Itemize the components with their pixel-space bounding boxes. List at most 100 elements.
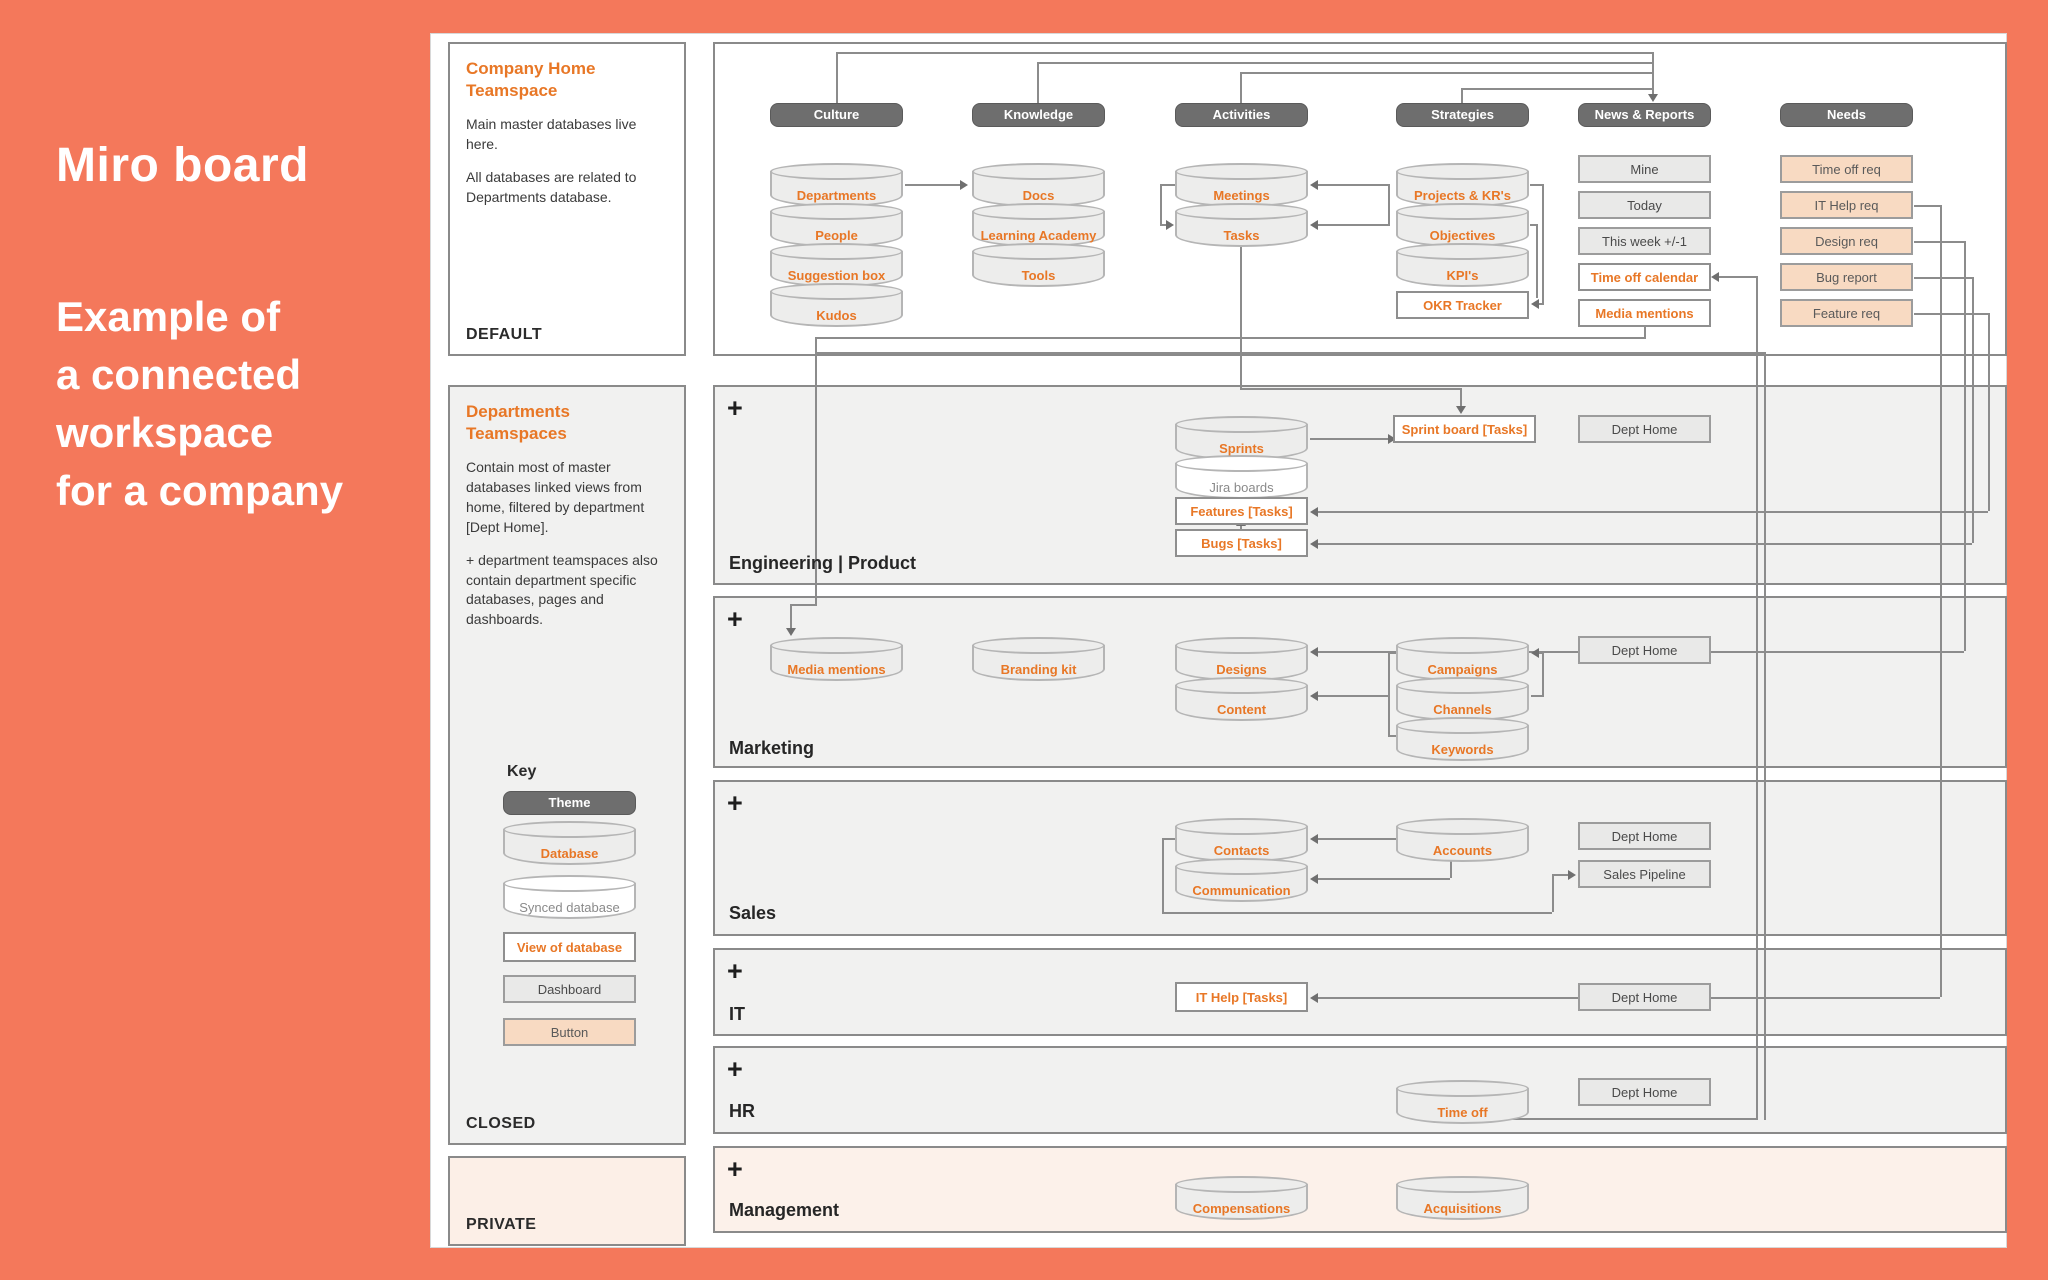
connector-line: [1318, 511, 1988, 513]
communication-database[interactable]: Communication: [1175, 858, 1308, 902]
kudos-database[interactable]: Kudos: [770, 283, 903, 327]
theme-activities[interactable]: Activities: [1175, 103, 1308, 127]
connector-line: [1318, 224, 1390, 226]
this-week-dashboard[interactable]: This week +/-1: [1578, 227, 1711, 255]
theme-label: Activities: [1212, 107, 1271, 122]
sprint-board-tasks-view[interactable]: Sprint board [Tasks]: [1393, 415, 1536, 443]
objectives-database[interactable]: Objectives: [1396, 203, 1529, 247]
row-label-engineering: Engineering | Product: [729, 553, 917, 573]
theme-knowledge[interactable]: Knowledge: [972, 103, 1105, 127]
section-label-closed: CLOSED: [466, 1115, 536, 1132]
connector-line: [1461, 88, 1463, 103]
connector-arrow: [1310, 691, 1318, 701]
database-label: Keywords: [1431, 742, 1494, 757]
connector-line: [1318, 543, 1972, 545]
database-label: Tools: [1021, 268, 1056, 283]
suggestion-box-database[interactable]: Suggestion box: [770, 243, 903, 287]
feature-req-button[interactable]: Feature req: [1780, 299, 1913, 327]
design-req-button[interactable]: Design req: [1780, 227, 1913, 255]
learning-academy-database[interactable]: Learning Academy: [972, 203, 1105, 247]
marketing-row[interactable]: [713, 596, 2007, 768]
theme-culture[interactable]: Culture: [770, 103, 903, 127]
people-database[interactable]: People: [770, 203, 903, 247]
connector-line: [1531, 695, 1544, 697]
campaigns-database[interactable]: Campaigns: [1396, 637, 1529, 681]
connector-arrow: [1568, 870, 1576, 880]
expand-plus-hr[interactable]: +: [727, 1054, 743, 1084]
dept-home-dashboard-sales[interactable]: Dept Home: [1578, 822, 1711, 850]
features-tasks-view[interactable]: Features [Tasks]: [1175, 497, 1308, 525]
connector-line: [815, 337, 817, 604]
acquisitions-database[interactable]: Acquisitions: [1396, 1176, 1529, 1220]
connector-line: [1914, 313, 1988, 315]
tasks-database[interactable]: Tasks: [1175, 203, 1308, 247]
kpis-database[interactable]: KPI's: [1396, 243, 1529, 287]
mine-dashboard[interactable]: Mine: [1578, 155, 1711, 183]
database-label: Meetings: [1213, 188, 1270, 203]
departments-database[interactable]: Departments: [770, 163, 903, 207]
connector-line: [1240, 388, 1462, 390]
expand-plus-engineering[interactable]: +: [727, 393, 743, 423]
jira-boards-synced-database[interactable]: Jira boards: [1175, 455, 1308, 499]
dept-home-dashboard-marketing[interactable]: Dept Home: [1578, 636, 1711, 664]
subtitle-line: for a company: [56, 467, 344, 514]
projects-krs-database[interactable]: Projects & KR's: [1396, 163, 1529, 207]
compensations-database[interactable]: Compensations: [1175, 1176, 1308, 1220]
key-view-of-database-sample: View of database: [503, 932, 636, 962]
dept-home-dashboard-hr[interactable]: Dept Home: [1578, 1078, 1711, 1106]
connector-line: [1037, 62, 1654, 64]
bugs-tasks-view[interactable]: Bugs [Tasks]: [1175, 529, 1308, 557]
private-panel[interactable]: PRIVATE: [448, 1156, 686, 1246]
engineering-row[interactable]: [713, 385, 2007, 585]
accounts-database[interactable]: Accounts: [1396, 818, 1529, 862]
connector-line: [1388, 184, 1390, 226]
connector-line: [836, 52, 1654, 54]
expand-plus-management[interactable]: +: [727, 1154, 743, 1184]
theme-strategies[interactable]: Strategies: [1396, 103, 1529, 127]
time-off-calendar-view[interactable]: Time off calendar: [1578, 263, 1711, 291]
database-label: Jira boards: [1209, 480, 1274, 495]
tools-database[interactable]: Tools: [972, 243, 1105, 287]
hr-row[interactable]: [713, 1046, 2007, 1134]
time-off-req-button[interactable]: Time off req: [1780, 155, 1913, 183]
dept-home-dashboard-engineering[interactable]: Dept Home: [1578, 415, 1711, 443]
today-dashboard[interactable]: Today: [1578, 191, 1711, 219]
contacts-database[interactable]: Contacts: [1175, 818, 1308, 862]
okr-tracker-view[interactable]: OKR Tracker: [1396, 291, 1529, 319]
connector-line: [1240, 247, 1242, 388]
connector-line: [1478, 1118, 1758, 1120]
it-help-req-button[interactable]: IT Help req: [1780, 191, 1913, 219]
management-row[interactable]: [713, 1146, 2007, 1233]
key-database-sample: Database: [503, 821, 636, 865]
content-database[interactable]: Content: [1175, 677, 1308, 721]
dept-home-dashboard-it[interactable]: Dept Home: [1578, 983, 1711, 1011]
meetings-database[interactable]: Meetings: [1175, 163, 1308, 207]
branding-kit-database[interactable]: Branding kit: [972, 637, 1105, 681]
company-home-teamspace-panel[interactable]: Company Home Teamspace Main master datab…: [448, 42, 686, 356]
expand-plus-sales[interactable]: +: [727, 788, 743, 818]
sales-pipeline-dashboard[interactable]: Sales Pipeline: [1578, 860, 1711, 888]
expand-plus-marketing[interactable]: +: [727, 604, 743, 634]
sprints-database[interactable]: Sprints: [1175, 416, 1308, 460]
media-mentions-database[interactable]: Media mentions: [770, 637, 903, 681]
theme-needs[interactable]: Needs: [1780, 103, 1913, 127]
departments-teamspaces-panel[interactable]: Departments Teamspaces Contain most of m…: [448, 385, 686, 1145]
bug-report-button[interactable]: Bug report: [1780, 263, 1913, 291]
database-label: Time off: [1437, 1105, 1488, 1120]
theme-news-reports[interactable]: News & Reports: [1578, 103, 1711, 127]
it-row[interactable]: [713, 948, 2007, 1036]
expand-plus-it[interactable]: +: [727, 956, 743, 986]
sales-row[interactable]: [713, 780, 2007, 936]
connector-line: [1318, 878, 1450, 880]
channels-database[interactable]: Channels: [1396, 677, 1529, 721]
connector-arrow: [1456, 406, 1466, 414]
designs-database[interactable]: Designs: [1175, 637, 1308, 681]
connector-arrow: [1388, 434, 1396, 444]
connector-line: [1940, 205, 1942, 997]
time-off-database[interactable]: Time off: [1396, 1080, 1529, 1124]
media-mentions-view[interactable]: Media mentions: [1578, 299, 1711, 327]
connector-line: [1552, 874, 1554, 912]
docs-database[interactable]: Docs: [972, 163, 1105, 207]
it-help-tasks-view[interactable]: IT Help [Tasks]: [1175, 982, 1308, 1012]
keywords-database[interactable]: Keywords: [1396, 717, 1529, 761]
